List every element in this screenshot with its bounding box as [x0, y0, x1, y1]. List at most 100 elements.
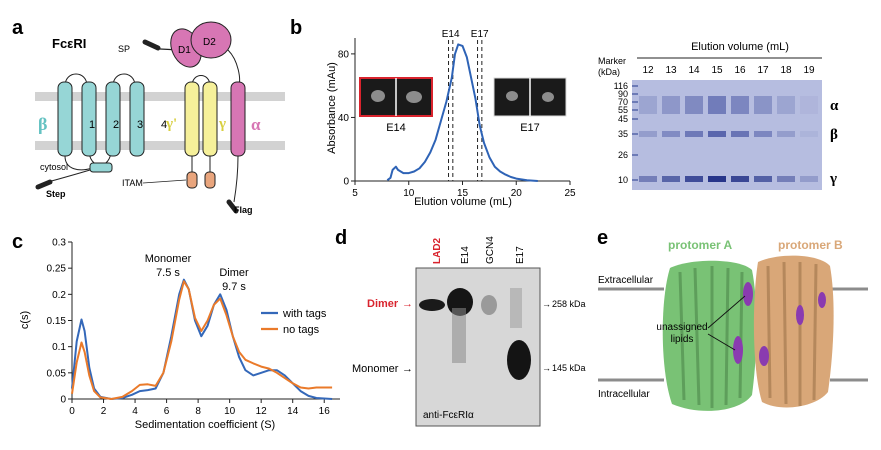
protomer-a-helix [678, 271, 686, 401]
x-tick-label: 6 [164, 406, 170, 417]
beta-helix-4 [129, 81, 145, 157]
panel-e-label: e [597, 227, 608, 249]
extracellular-label: Extracellular [598, 275, 654, 286]
protomer-a-helix [693, 267, 701, 406]
band-gcn4 [481, 295, 497, 315]
monomer-arrow: → [402, 363, 413, 375]
band-alpha [685, 96, 703, 114]
lipid-densities [733, 282, 826, 366]
gel-kda-label: 26 [618, 150, 628, 160]
smear-e14 [452, 308, 466, 363]
gel-lane-label: 13 [665, 65, 677, 76]
itam-motif-1 [186, 171, 198, 189]
e14-marker-label: E14 [442, 29, 460, 40]
flag-label: Flag [234, 205, 253, 215]
lane-label-gcn4: GCN4 [485, 236, 496, 264]
y-tick-label: 0.25 [47, 264, 67, 275]
legend-with-tags: with tags [282, 308, 327, 320]
band-beta [685, 131, 703, 137]
band-gamma [800, 176, 818, 182]
lipid-density [796, 305, 804, 325]
protomer-b-density [753, 255, 834, 408]
y-tick-label: 0.3 [52, 238, 66, 249]
chart-c-ylabel: c(s) [19, 311, 31, 329]
x-tick-label: 16 [319, 406, 331, 417]
y-tick-label: 0.1 [52, 342, 66, 353]
gel-kda-label: 45 [618, 114, 628, 124]
band-beta [708, 131, 726, 137]
panel-b-label: b [290, 17, 302, 39]
inset-e14-particle-2 [406, 91, 422, 103]
gel-lane-label: 12 [642, 65, 654, 76]
beta-tail [64, 155, 93, 171]
tm-label-3: 3 [137, 119, 143, 131]
sp-label: SP [118, 44, 130, 54]
monomer-annotation-1: Monomer [145, 253, 192, 265]
gel-lane-label: 18 [780, 65, 792, 76]
y-tick-label: 0 [60, 395, 66, 406]
inset-e17-particle-2 [542, 92, 554, 102]
gel-kda-label: 10 [618, 175, 628, 185]
gel-lane-label: 15 [711, 65, 723, 76]
series-line-with-tags [71, 278, 333, 400]
lipids-label-1: unassigned [656, 322, 707, 333]
monomer-annotation-2: 7.5 s [156, 267, 180, 279]
d1-label: D1 [178, 45, 191, 56]
band-alpha [662, 96, 680, 114]
beta-helix-3 [105, 81, 121, 157]
tm-label-4: 4 [161, 119, 167, 131]
x-tick-label: 14 [287, 406, 299, 417]
band-gamma [754, 176, 772, 182]
inset-e14-particle-1 [371, 90, 385, 102]
beta-helices [57, 81, 145, 157]
gel-bands [632, 85, 818, 182]
band-gamma [731, 176, 749, 182]
panel-c-label: c [12, 231, 23, 253]
itam-pointer [142, 179, 187, 184]
step-label: Step [46, 189, 66, 199]
kda-145-arrow: → [542, 363, 551, 373]
d2-domain [190, 21, 232, 59]
gel-lane-label: 14 [688, 65, 700, 76]
legend-no-tags: no tags [283, 324, 320, 336]
protomer-a-helix [724, 267, 730, 406]
lane-label-e14: E14 [460, 246, 471, 264]
gel-kda-label: 116 [614, 81, 628, 91]
beta-label: β [38, 114, 47, 134]
y-tick-label: 0.2 [52, 290, 66, 301]
signal-peptide [142, 39, 161, 51]
marker-title-1: Marker [598, 56, 626, 66]
itam-label: ITAM [122, 178, 143, 188]
chart-c-xlabel: Sedimentation coefficient (S) [135, 419, 275, 431]
band-beta [777, 131, 795, 137]
protomer-a-body [662, 260, 757, 411]
intracellular-label: Intracellular [598, 389, 650, 400]
protomer-a-helix [738, 271, 744, 399]
x-tick-label: 15 [457, 188, 469, 199]
x-tick-label: 10 [403, 188, 415, 199]
band-gamma [708, 176, 726, 182]
antibody-label: anti-FcεRIα [423, 410, 474, 421]
series-line-0 [386, 43, 538, 182]
panel-a: a FcεRI SP D1 D2 1 2 3 4 β [12, 17, 285, 215]
gamma-label: γ [218, 116, 226, 132]
kda-258-label: 258 kDa [552, 299, 586, 309]
y-tick-label: 0.15 [47, 316, 67, 327]
gel-kda-label: 55 [618, 105, 628, 115]
alpha-helix [230, 81, 246, 157]
gel-lane-label: 19 [803, 65, 815, 76]
y-tick-label: 0 [343, 177, 349, 188]
itam-motif-2 [204, 171, 216, 189]
band-lad2-dimer [419, 299, 445, 311]
alpha-label: α [251, 115, 261, 134]
gel-kda-label: 90 [618, 89, 628, 99]
x-tick-label: 5 [352, 188, 358, 199]
gel-kda-label: 35 [618, 129, 628, 139]
marker-title-2: (kDa) [598, 67, 620, 77]
band-label-beta: β [830, 127, 838, 143]
monomer-label: Monomer [352, 363, 399, 375]
